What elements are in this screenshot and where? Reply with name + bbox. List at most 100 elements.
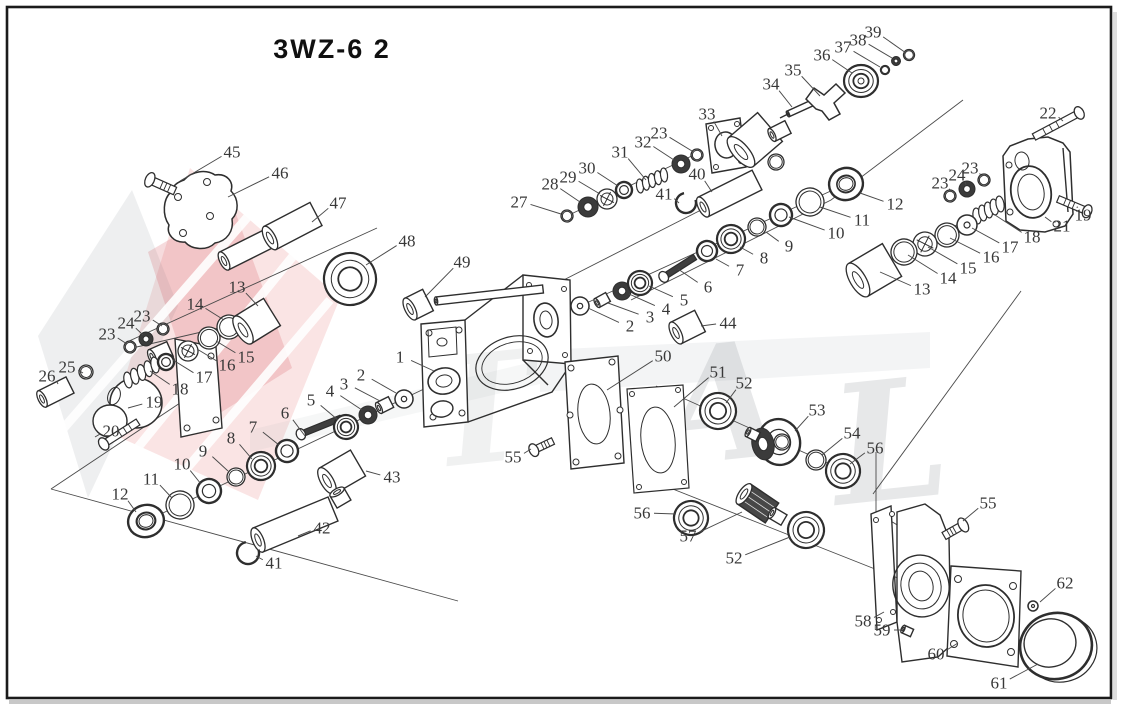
leader-line — [794, 415, 809, 432]
part-label-4: 4 — [662, 300, 671, 319]
diagram-title: 3WZ-6 2 — [273, 34, 391, 64]
leader-line — [677, 268, 698, 283]
part-label-48: 48 — [399, 232, 416, 251]
part-label-35: 35 — [785, 61, 802, 80]
leader-line — [778, 90, 793, 108]
part-label-19: 19 — [1075, 206, 1092, 225]
frame-shadow-right — [1113, 12, 1117, 700]
leader-line — [212, 456, 229, 472]
leader-line — [189, 470, 202, 485]
part-label-2: 2 — [626, 317, 635, 336]
leader-line — [648, 285, 674, 298]
leader-line — [172, 359, 194, 374]
part-label-39: 39 — [865, 23, 882, 42]
leader-line — [788, 216, 825, 231]
leader-line — [127, 500, 137, 513]
part-label-36: 36 — [814, 46, 831, 65]
leader-line — [292, 419, 306, 437]
leader-line — [948, 188, 952, 193]
part-label-5: 5 — [307, 391, 316, 410]
leader-line — [523, 448, 532, 454]
leader-line — [340, 395, 363, 411]
leader-line — [971, 227, 1000, 244]
part-label-41: 41 — [656, 185, 673, 204]
leader-line — [365, 470, 381, 476]
leader-line — [371, 378, 397, 394]
leader-line — [832, 59, 853, 74]
part-label-61: 61 — [991, 674, 1008, 693]
leader-line — [962, 507, 979, 522]
part-label-59: 59 — [874, 621, 891, 640]
leader-line — [873, 611, 885, 618]
leader-line — [713, 121, 723, 137]
part-label-11: 11 — [143, 470, 159, 489]
part-label-49: 49 — [454, 253, 471, 272]
leader-line — [715, 258, 730, 267]
part-label-10: 10 — [828, 224, 845, 243]
leader-line — [964, 181, 967, 186]
leader-line — [739, 246, 754, 255]
part-label-14: 14 — [187, 295, 205, 314]
part-label-40: 40 — [689, 165, 706, 184]
leader-line — [765, 231, 780, 242]
part-label-34: 34 — [763, 75, 781, 94]
leader-line — [819, 206, 851, 218]
part-label-33: 33 — [699, 105, 716, 124]
part-label-12: 12 — [112, 485, 129, 504]
leader-line — [245, 292, 259, 307]
part-label-16: 16 — [219, 356, 236, 375]
leader-line — [882, 36, 907, 54]
part-label-56: 56 — [634, 504, 651, 523]
leader-line — [698, 511, 743, 533]
leader-line — [879, 271, 912, 287]
leader-line — [262, 431, 280, 446]
leader-line — [560, 188, 581, 203]
leader-line — [196, 348, 217, 362]
part-labels: 4546474849131423242325261516171819201211… — [39, 23, 1092, 693]
part-label-6: 6 — [704, 278, 713, 297]
part-shapes — [36, 48, 1098, 683]
part-label-16: 16 — [983, 248, 1000, 267]
leader-line — [607, 302, 639, 315]
leader-line — [653, 146, 675, 161]
leader-line — [907, 254, 938, 274]
part-label-55: 55 — [980, 494, 997, 513]
part-label-23: 23 — [962, 159, 979, 178]
part-label-7: 7 — [249, 418, 258, 437]
part-label-18: 18 — [1024, 228, 1041, 247]
leader-line — [700, 323, 717, 327]
leader-line — [1039, 588, 1056, 603]
part-label-5: 5 — [680, 291, 689, 310]
leader-line — [424, 267, 454, 298]
part-label-52: 52 — [736, 374, 753, 393]
leader-line — [849, 452, 866, 465]
leader-line — [821, 437, 843, 456]
leader-line — [859, 192, 884, 202]
part-label-54: 54 — [844, 424, 862, 443]
part-label-23: 23 — [99, 325, 116, 344]
part-label-23: 23 — [134, 307, 151, 326]
part-label-38: 38 — [850, 31, 867, 50]
part-label-62: 62 — [1057, 574, 1074, 593]
leader-line — [725, 389, 737, 404]
leader-line — [239, 444, 253, 460]
part-label-13: 13 — [914, 280, 931, 299]
part-label-41: 41 — [266, 554, 283, 573]
part-label-1: 1 — [396, 348, 405, 367]
part-label-8: 8 — [227, 429, 236, 448]
part-label-53: 53 — [809, 401, 826, 420]
part-label-19: 19 — [146, 393, 163, 412]
part-label-37: 37 — [835, 38, 853, 57]
leader-line — [979, 173, 983, 178]
part-label-29: 29 — [560, 168, 577, 187]
part-label-55: 55 — [505, 448, 522, 467]
part-label-42: 42 — [314, 519, 331, 538]
leader-line — [587, 307, 620, 323]
leader-line — [1044, 216, 1052, 223]
leader-line — [1009, 663, 1039, 680]
leader-line — [927, 246, 958, 265]
part-label-7: 7 — [736, 261, 745, 280]
part-label-14: 14 — [940, 269, 958, 288]
